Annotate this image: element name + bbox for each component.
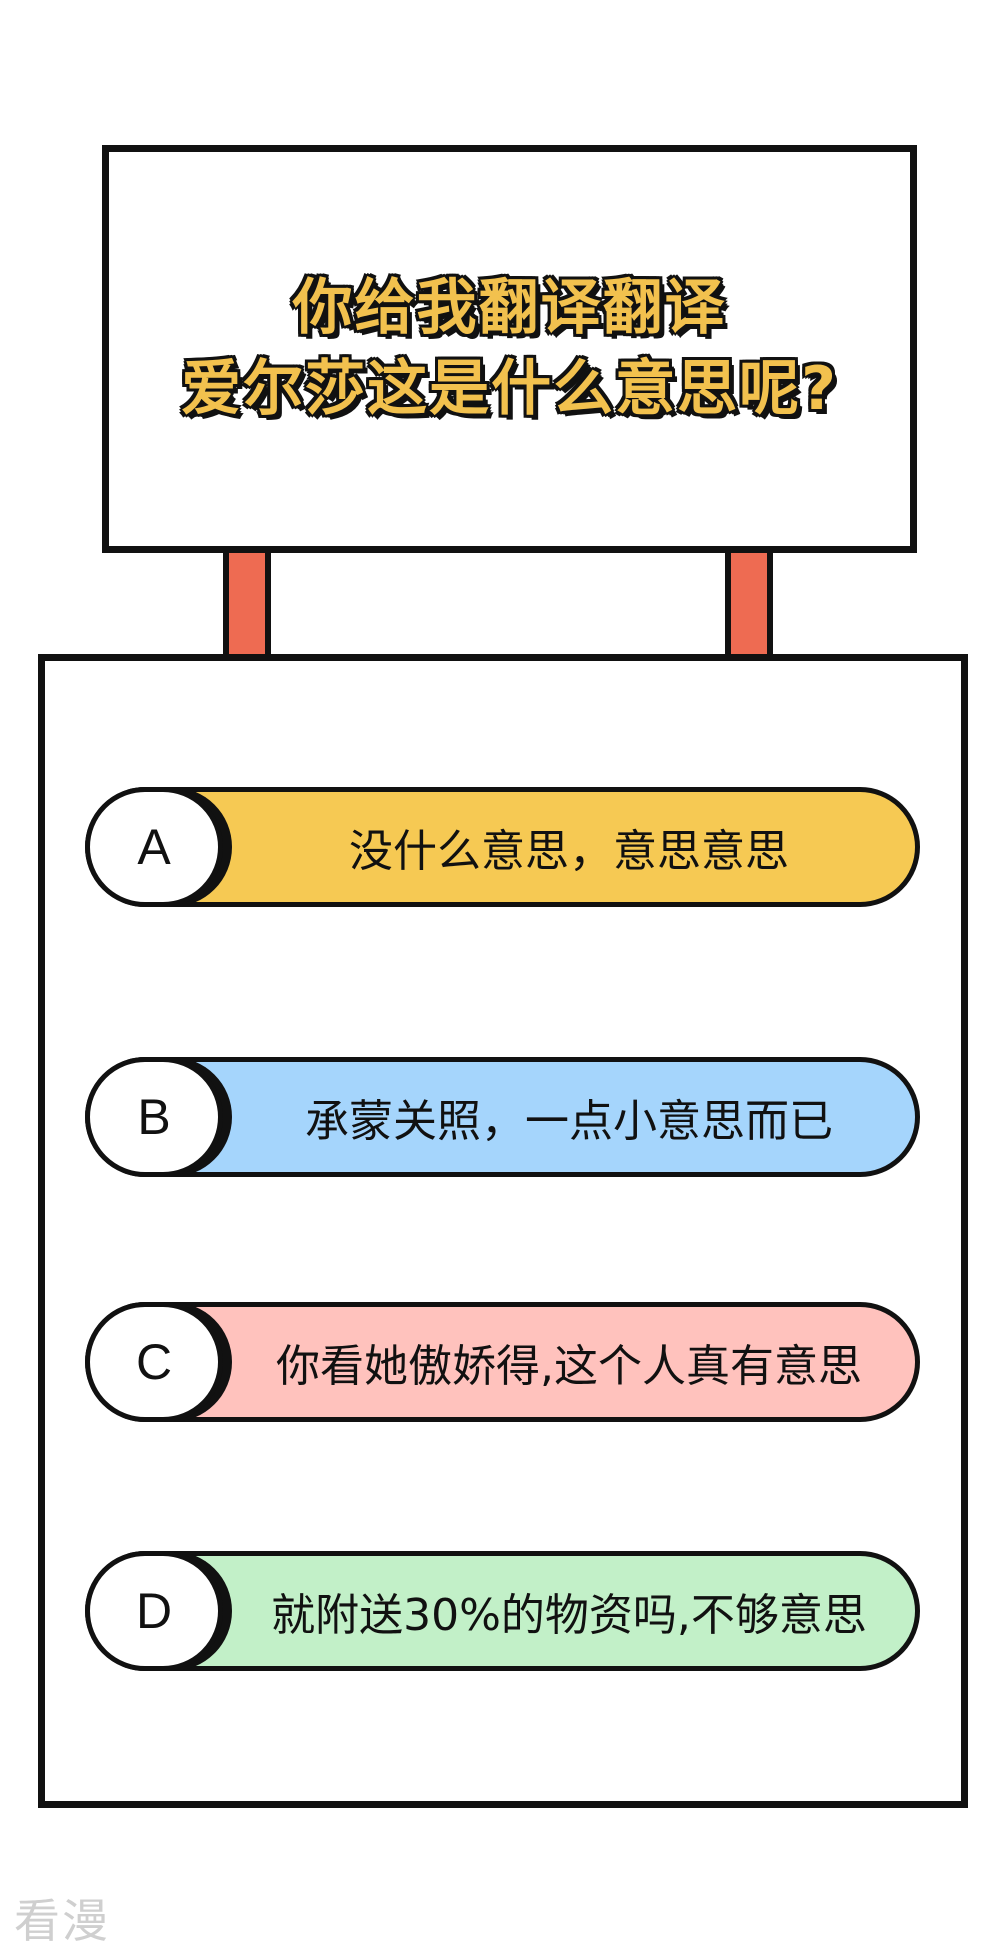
watermark-logo: 看漫 xyxy=(14,1894,110,1948)
option-letter-d: D xyxy=(85,1551,223,1671)
option-text-b: 承蒙关照，一点小意思而已 xyxy=(305,1096,833,1147)
question-title-line-2: 爱尔莎这是什么意思呢? xyxy=(181,354,838,424)
option-letter-c: C xyxy=(85,1302,223,1422)
sign-pole-right xyxy=(725,553,773,657)
option-letter-a: A xyxy=(85,787,223,907)
option-text-a: 没什么意思，意思意思 xyxy=(349,826,789,877)
sign-pole-left xyxy=(223,553,271,657)
question-sign-board: 你给我翻译翻译 爱尔莎这是什么意思呢? xyxy=(102,145,917,553)
question-title-line-1: 你给我翻译翻译 xyxy=(292,273,727,343)
option-letter-b: B xyxy=(85,1057,223,1177)
option-c[interactable]: C 你看她傲娇得,这个人真有意思 xyxy=(85,1302,920,1422)
option-text-c: 你看她傲娇得,这个人真有意思 xyxy=(276,1341,862,1392)
option-a[interactable]: A 没什么意思，意思意思 xyxy=(85,787,920,907)
option-b[interactable]: B 承蒙关照，一点小意思而已 xyxy=(85,1057,920,1177)
option-text-d: 就附送30%的物资吗,不够意思 xyxy=(271,1590,867,1641)
option-d[interactable]: D 就附送30%的物资吗,不够意思 xyxy=(85,1551,920,1671)
